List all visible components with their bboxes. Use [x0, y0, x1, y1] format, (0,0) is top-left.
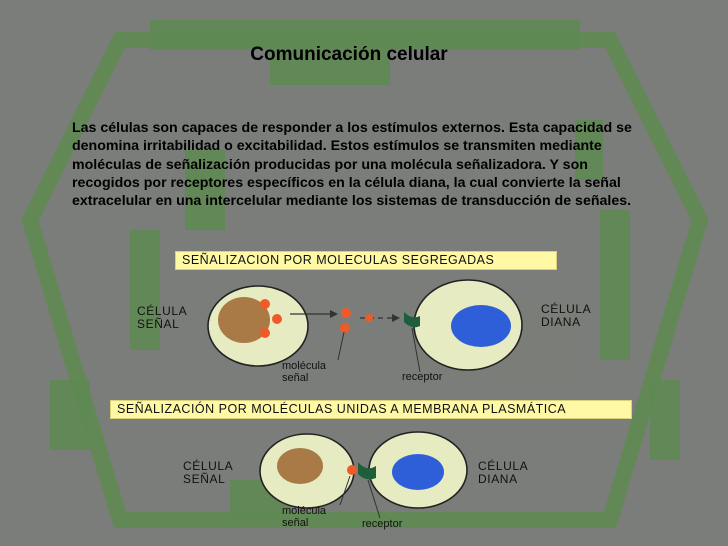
figure1-signal-cell [207, 285, 309, 367]
figure2-signal-cell-label-2: SEÑAL [183, 472, 226, 486]
figure2-molecule-label-2: señal [282, 517, 309, 529]
figure2-molecule-label-1: molécula [282, 505, 327, 517]
figure1-target-cell-label-1: CÉLULA [541, 302, 592, 316]
figure1-banner: SEÑALIZACION POR MOLECULAS SEGREGADAS [175, 251, 557, 270]
page-title: Comunicación celular [250, 44, 448, 65]
figure2-signal-cell-label-1: CÉLULA [183, 459, 234, 473]
figure2-receptor [358, 462, 376, 480]
figure1-molecule [340, 323, 350, 333]
body-paragraph: Las células son capaces de responder a l… [72, 120, 632, 210]
figure1-receptor [404, 312, 420, 328]
figure1-molecule-label-1: molécula [282, 360, 327, 372]
figure1-molecule-label-2: señal [282, 372, 309, 384]
figure1-molecule [341, 308, 351, 318]
figure1-signal-cell-label-2: SEÑAL [137, 317, 180, 331]
figure2-target-cell-label-1: CÉLULA [478, 459, 529, 473]
figure2-banner: SEÑALIZACIÓN POR MOLÉCULAS UNIDAS A MEMB… [110, 400, 632, 419]
figure2-molecule [347, 465, 357, 475]
figure2-target-cell [368, 431, 468, 509]
figure2-target-cell-label-2: DIANA [478, 472, 518, 486]
figure1-signal-cell-label-1: CÉLULA [137, 304, 188, 318]
figure2-receptor-label: receptor [362, 518, 403, 530]
figure1-target-cell-label-2: DIANA [541, 315, 581, 329]
figure1-target-cell [413, 279, 523, 371]
figure1-receptor-label: receptor [402, 371, 443, 383]
figure2-signal-cell [259, 433, 355, 509]
